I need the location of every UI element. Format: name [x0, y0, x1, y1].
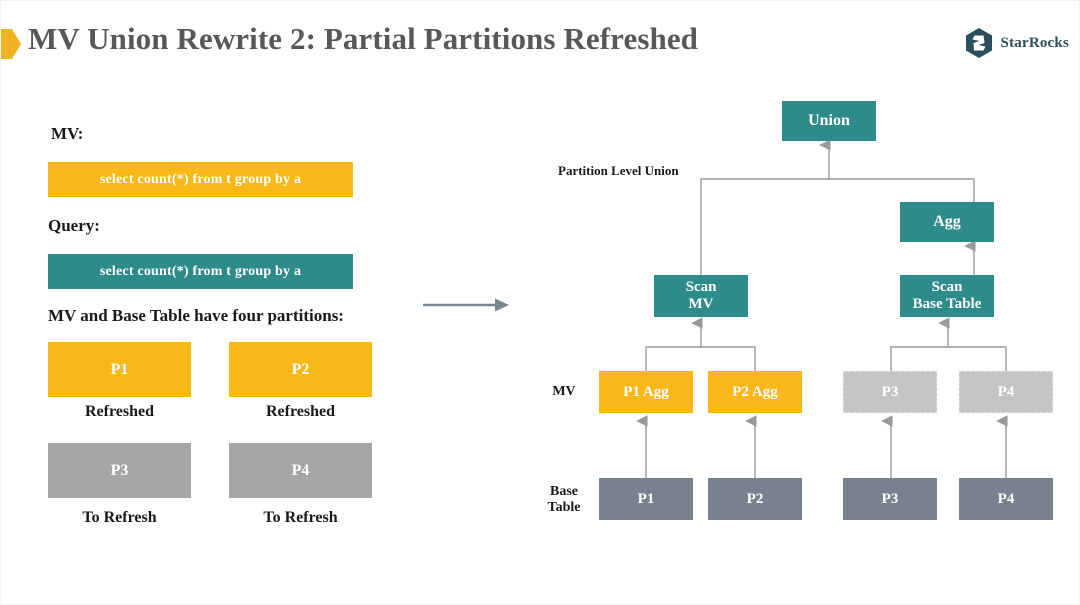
node-scan-base-line1: Scan — [931, 279, 963, 296]
node-base-p1: P1 — [599, 478, 693, 520]
mv-label: MV: — [51, 124, 84, 143]
query-label: Query: — [48, 216, 100, 235]
row-label-base-table-line1: Base — [550, 484, 578, 499]
page-title: MV Union Rewrite 2: Partial Partitions R… — [28, 21, 699, 56]
node-base-p3: P3 — [843, 478, 937, 520]
node-scan-base-table: Scan Base Table — [900, 275, 994, 317]
node-scan-mv-line2: MV — [688, 296, 714, 312]
node-scan-mv: Scan MV — [654, 275, 748, 317]
right-arrow-icon — [423, 298, 509, 312]
chevron-marker-icon — [1, 29, 21, 59]
node-base-p4: P4 — [959, 478, 1053, 520]
query-sql-box: select count(*) from t group by a — [48, 254, 353, 289]
node-scan-mv-line1: Scan — [685, 279, 717, 296]
row-label-mv: MV — [552, 384, 576, 399]
row-label-base-table: Base Table — [539, 484, 589, 516]
node-mv-p2-agg: P2 Agg — [708, 371, 802, 413]
starrocks-hexagon-logo-icon — [965, 28, 992, 58]
partition-status-p4: To Refresh — [263, 509, 338, 526]
brand-name: StarRocks — [1000, 34, 1069, 51]
node-mv-p3: P3 — [843, 371, 937, 413]
partition-box-p4: P4 — [229, 443, 372, 498]
node-mv-p1-agg: P1 Agg — [599, 371, 693, 413]
partition-box-p2: P2 — [229, 342, 372, 397]
mv-sql-box: select count(*) from t group by a — [48, 162, 353, 197]
partition-status-p2: Refreshed — [265, 403, 336, 420]
partition-status-p1: Refreshed — [84, 403, 155, 420]
node-agg: Agg — [900, 202, 994, 242]
diagram-connectors — [636, 139, 1008, 478]
node-scan-base-line2: Base Table — [912, 296, 982, 312]
node-base-p2: P2 — [708, 478, 802, 520]
partition-box-p3: P3 — [48, 443, 191, 498]
node-union: Union — [782, 101, 876, 141]
partition-status-p3: To Refresh — [82, 509, 157, 526]
row-label-base-table-line2: Table — [547, 500, 581, 516]
partitions-label: MV and Base Table have four partitions: — [48, 306, 344, 325]
partition-box-p1: P1 — [48, 342, 191, 397]
partition-level-union-annotation: Partition Level Union — [558, 163, 679, 178]
brand-logo: StarRocks — [964, 27, 1069, 59]
node-mv-p4: P4 — [959, 371, 1053, 413]
